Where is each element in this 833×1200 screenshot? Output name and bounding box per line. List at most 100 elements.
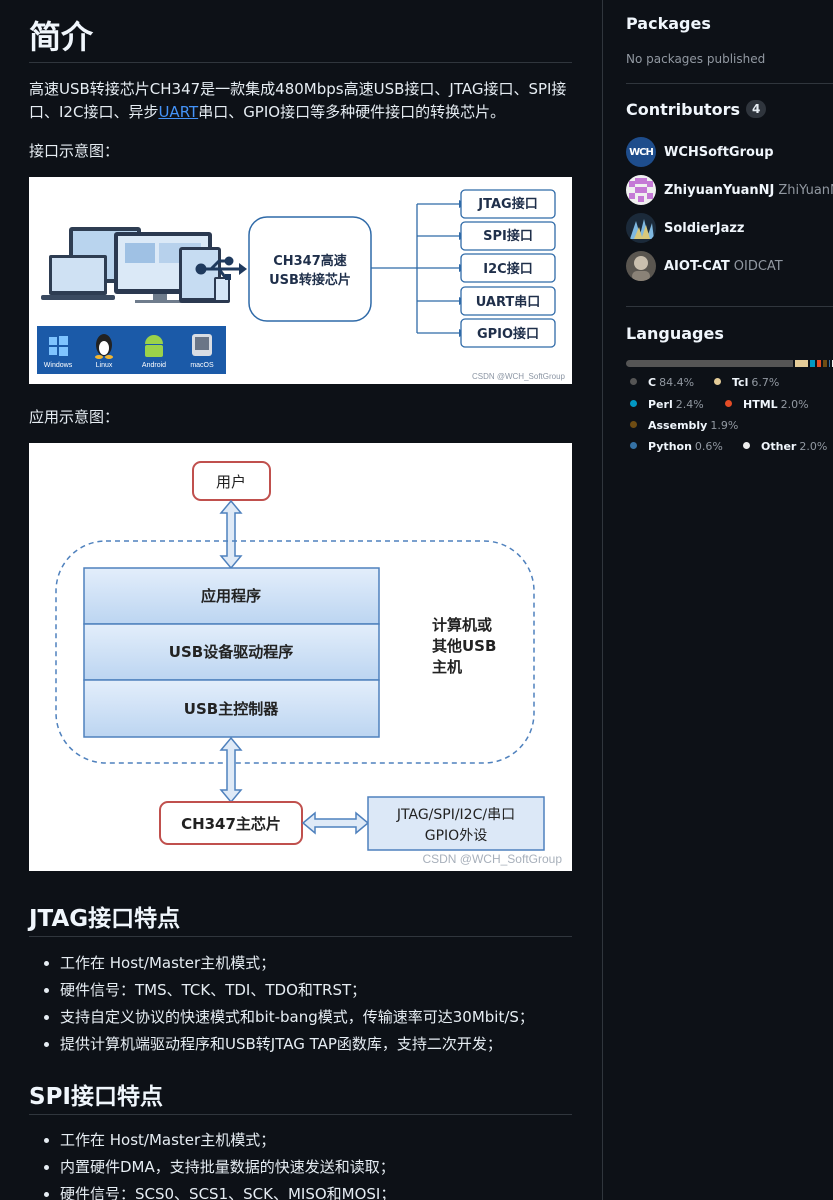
language-bar-segment xyxy=(817,360,822,367)
user-label: 用户 xyxy=(216,473,246,491)
photo-avatar xyxy=(626,213,656,243)
language-dot xyxy=(630,442,637,449)
languages-heading: Languages xyxy=(626,324,724,343)
contributor-name[interactable]: WCHSoftGroup xyxy=(664,144,774,160)
language-bar-segment xyxy=(626,360,794,367)
figure1-watermark: CSDN @WCH_SoftGroup xyxy=(472,372,566,381)
contributor-item[interactable]: WCH WCHSoftGroup xyxy=(626,136,774,168)
list-item: 硬件信号：SCS0、SCS1、SCK、MISO和MOSI； xyxy=(60,1181,580,1200)
os-label-macos: macOS xyxy=(190,362,214,369)
macos-icon xyxy=(192,334,212,356)
contributor-name[interactable]: SoldierJazz xyxy=(664,220,745,236)
list-item: 工作在 Host/Master主机模式； xyxy=(60,950,580,977)
packages-empty-text: No packages published xyxy=(626,52,766,66)
avatar-initials: WCH xyxy=(629,146,654,158)
language-name: Assembly xyxy=(648,419,708,432)
main-chip-label: CH347主芯片 xyxy=(181,815,281,833)
avatar[interactable]: WCH xyxy=(626,137,656,167)
readme-content: 简介 高速USB转接芯片CH347是一款集成480Mbps高速USB接口、JTA… xyxy=(0,0,602,1200)
linux-icon xyxy=(95,334,113,359)
spi-divider xyxy=(29,1114,572,1115)
interface-jtag: JTAG接口 xyxy=(477,196,537,212)
contributor-login[interactable]: OIDCAT xyxy=(733,258,783,274)
language-dot xyxy=(714,378,721,385)
layer-driver xyxy=(83,623,380,681)
packages-divider xyxy=(626,83,833,84)
language-bar-segment xyxy=(823,360,827,367)
language-percent: 0.6% xyxy=(694,440,723,453)
interface-caption: 接口示意图： xyxy=(29,142,120,160)
language-name: Perl xyxy=(648,398,673,411)
chip-label-line2: USB转接芯片 xyxy=(269,272,351,288)
interface-diagram: Windows Linux Android macOS CH347高速 USB转… xyxy=(29,177,572,384)
language-percent: 2.0% xyxy=(780,398,809,411)
android-icon xyxy=(145,335,163,357)
contributor-login[interactable]: ZhiYuanNJ xyxy=(778,182,833,198)
layer-controller-label: USB主控制器 xyxy=(184,700,279,718)
column-divider xyxy=(602,0,603,1200)
languages-bar xyxy=(626,360,833,367)
contributor-item[interactable]: ZhiyuanYuanNJ ZhiYuanNJ xyxy=(626,174,833,206)
peripheral-label-line2: GPIO外设 xyxy=(425,828,487,844)
photo-avatar xyxy=(626,251,656,281)
jtag-heading: JTAG接口特点 xyxy=(29,906,181,932)
os-label-windows: Windows xyxy=(44,362,73,369)
contributors-heading-label: Contributors xyxy=(626,100,741,119)
avatar[interactable] xyxy=(626,213,656,243)
peripheral-box xyxy=(367,796,545,851)
language-dot xyxy=(630,378,637,385)
user-app-arrow xyxy=(219,499,243,570)
language-percent: 2.4% xyxy=(675,398,704,411)
contributors-heading[interactable]: Contributors 4 xyxy=(626,100,767,119)
devices-illustration xyxy=(41,227,230,303)
contributor-item[interactable]: SoldierJazz xyxy=(626,212,744,244)
user-box xyxy=(192,461,271,501)
language-percent: 2.0% xyxy=(799,440,828,453)
peripheral-label-line1: JTAG/SPI/I2C/串口 xyxy=(396,807,515,823)
application-caption: 应用示意图： xyxy=(29,408,120,426)
usb-icon xyxy=(195,256,247,280)
contributor-name[interactable]: ZhiyuanYuanNJ xyxy=(664,182,775,198)
chip-label-line1: CH347高速 xyxy=(273,253,347,269)
avatar[interactable] xyxy=(626,251,656,281)
application-diagram-svg: 用户 应用程序 USB设备驱动程序 USB主控制器 计算机或 其他USB 主机 xyxy=(55,461,562,866)
contributor-item[interactable]: AIOT-CAT OIDCAT xyxy=(626,250,783,282)
interface-boxes xyxy=(460,189,556,348)
language-percent: 1.9% xyxy=(710,419,739,432)
title-divider xyxy=(29,62,572,63)
interface-uart: UART串口 xyxy=(476,294,541,310)
interface-gpio: GPIO接口 xyxy=(477,326,539,342)
language-percent: 84.4% xyxy=(659,376,695,389)
os-label-android: Android xyxy=(142,362,166,369)
interface-diagram-svg: Windows Linux Android macOS CH347高速 USB转… xyxy=(37,189,566,381)
jtag-divider xyxy=(29,936,572,937)
chip-peripheral-arrow xyxy=(301,811,370,835)
contributors-divider xyxy=(626,306,833,307)
spi-feature-list: 工作在 Host/Master主机模式； 内置硬件DMA，支持批量数据的快速发送… xyxy=(29,1127,580,1200)
uart-link[interactable]: UART xyxy=(158,103,199,121)
chip-box xyxy=(248,216,372,322)
language-name: Other xyxy=(761,440,797,453)
packages-heading[interactable]: Packages xyxy=(626,14,711,33)
language-bar-segment xyxy=(810,360,816,367)
interface-spi: SPI接口 xyxy=(483,228,533,244)
repo-sidebar: Packages No packages published Contribut… xyxy=(603,0,833,1200)
language-name: HTML xyxy=(743,398,778,411)
application-diagram: 用户 应用程序 USB设备驱动程序 USB主控制器 计算机或 其他USB 主机 xyxy=(29,443,572,871)
readme-title: 简介 xyxy=(29,18,94,56)
list-item: 工作在 Host/Master主机模式； xyxy=(60,1127,580,1154)
intro-text-end: 串口、GPIO接口等多种硬件接口的转换芯片。 xyxy=(198,103,506,121)
host-label-line1: 计算机或 xyxy=(432,616,492,634)
contributors-count-badge: 4 xyxy=(746,100,767,118)
jtag-feature-list: 工作在 Host/Master主机模式； 硬件信号：TMS、TCK、TDI、TD… xyxy=(29,950,580,1058)
avatar[interactable] xyxy=(626,175,656,205)
layer-application-label: 应用程序 xyxy=(201,587,261,605)
contributor-name[interactable]: AIOT-CAT xyxy=(664,258,730,274)
